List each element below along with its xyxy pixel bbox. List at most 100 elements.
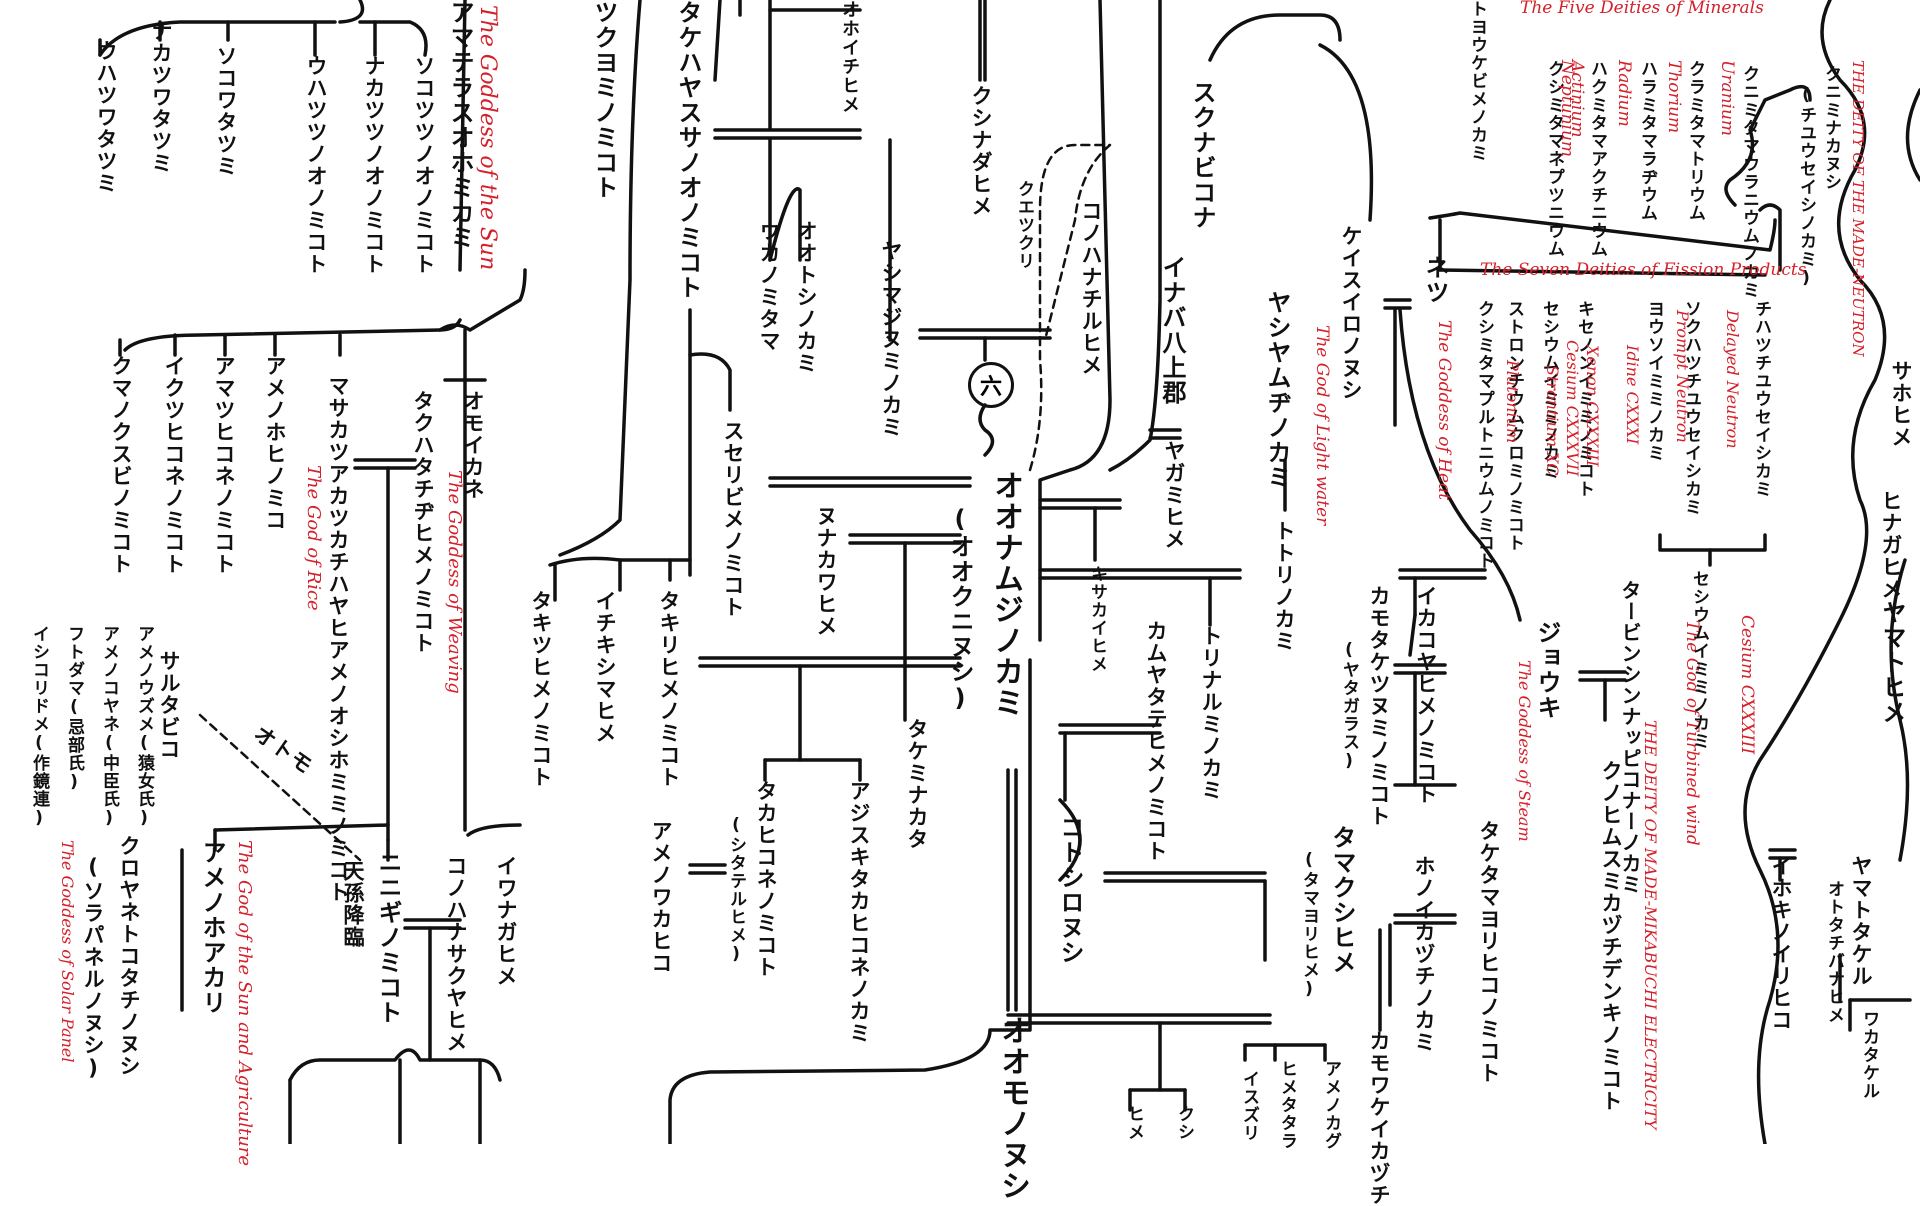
node-kuroyane-alt: (ソラパネルノヌシ): [81, 855, 105, 1081]
node-plutonium: クシミタマプルトニウムノミコト: [1474, 300, 1494, 570]
node-ishikoridome: イシコリドメ(作鏡連): [29, 625, 49, 829]
title-five-minerals: The Five Deities of Minerals: [1520, 0, 1764, 18]
node-takitsuhime: タキツヒメノミコト: [529, 590, 553, 788]
node-delayed-neutron: チハツチユウセイシカミ: [1751, 300, 1771, 498]
node-konohanasakuya: コノハナサクヤヒメ: [444, 855, 468, 1053]
node-bottom-isuzuri: イスズリ: [1239, 1070, 1259, 1142]
node-inaba: イナバ八上郡: [1158, 255, 1186, 405]
node-takirihime: タキリヒメノミコト: [657, 590, 681, 788]
label-goddess-weaving: The Goddess of Weaving: [444, 470, 465, 694]
node-ichikishima: イチキシマヒメ: [593, 590, 617, 744]
node-hoikazuchi: ホノイカヅチノカミ: [1412, 855, 1436, 1053]
node-uhatsutsu-no-onomikoto: ウハツツノオノミコト: [304, 55, 328, 275]
label-goddess-steam: The Goddess of Steam: [1515, 660, 1534, 842]
node-xenon: キセノンイミミノミコト: [1574, 300, 1594, 498]
node-neutron: クニミナカヌシ: [1821, 65, 1841, 191]
node-nakatsutsu-no-onomikoto: ナカツツノオノミコト: [362, 55, 386, 275]
node-omononushi: オオモノヌシ: [995, 1015, 1030, 1201]
node-ootoshi: オオトシノカミ: [794, 220, 818, 374]
node-takedatamayori: タケタマヨリヒコノミコト: [1477, 820, 1501, 1084]
node-yamatohime: ヤマトヒメ: [1878, 600, 1906, 725]
node-soko-watatsumi: ソコワタツミ: [214, 45, 238, 177]
node-kuroyane: クロヤネトコタチノヌシ: [117, 835, 141, 1077]
node-radium: ハラミタマラヂウム: [1637, 60, 1657, 222]
node-hinagahime: ヒナガヒメ: [1879, 490, 1903, 600]
node-tenson-korin: 天孫降臨: [341, 860, 365, 948]
label-goddess-heat: The Goddess of Heat: [1434, 320, 1454, 501]
node-iwanaga: イワナガヒメ: [494, 855, 518, 987]
node-yamatotakeru: ヤマトタケル: [1849, 855, 1873, 987]
node-takeminakata: タケミナカタ: [905, 718, 929, 850]
node-tsukuyomi: ツクヨミノミコト: [590, 0, 618, 200]
node-amaterasu: アマテラスオホミカミ: [446, 0, 474, 250]
node-wakatakeru: ワカタケル: [1859, 1010, 1879, 1100]
label-god-sun-agriculture: The God of the Sun and Agriculture: [234, 840, 255, 1167]
node-ikakoyahime: イカコヤヒメノミコト: [1414, 585, 1438, 805]
node-sukunabikona: スクナビコナ: [1188, 80, 1216, 230]
title-seven-fission: The Seven Deities of Fission Products: [1480, 260, 1807, 280]
node-takahikone-alt: (シタテルヒメ): [726, 815, 746, 965]
node-kumanokusubi: クマノクスビノミコト: [109, 355, 133, 575]
label-radium: Radium: [1614, 60, 1634, 127]
node-bottom-kushi: クシ: [1174, 1105, 1194, 1141]
node-ajisuki: アジスキタカヒコネノカミ: [847, 780, 871, 1044]
node-futodama: フトダマ(忌部氏): [64, 625, 84, 793]
node-tamakushihime-alt: (タマヨリヒメ): [1299, 850, 1319, 1000]
node-susanoo: タケハヤスサノオノミコト: [674, 0, 702, 300]
node-tottori: トトリノカミ: [1272, 520, 1296, 652]
label-thorium: Thorium: [1664, 60, 1684, 134]
node-yashiyamu: ヤシヤムヂノカミ: [1263, 290, 1291, 490]
node-sarutahiko: サルタビコ: [157, 650, 181, 760]
label-uranium: Uranium: [1717, 60, 1737, 137]
node-ohochihime: オホイチヒメ: [839, 0, 860, 114]
node-neptunium: クシミタマネプツニウム: [1544, 60, 1564, 258]
node-uhatsu-watatsumi: ウハツワタツミ: [94, 40, 118, 194]
label-neptunium: Neptunium: [1557, 60, 1577, 158]
label-goddess-solar: The Goddess of Solar Panel: [58, 840, 77, 1063]
label-prompt-neutron: Prompt Neutron: [1673, 310, 1692, 443]
node-kushinada: クシナダヒメ: [969, 85, 993, 217]
label-god-light-water: The God of Light water: [1312, 325, 1332, 526]
node-uzume: アメノウズメ(猿女氏): [134, 625, 154, 829]
node-iodine: ヨウソイミミノカミ: [1644, 300, 1664, 462]
genealogy-lines: [98, 0, 1920, 1144]
node-actinium: ハクミタマアクチニウム: [1587, 60, 1607, 258]
node-kisakai: キサカイヒメ: [1087, 565, 1107, 673]
node-six: 六: [968, 362, 1014, 408]
label-god-of-rice: The God of Rice: [303, 465, 324, 611]
label-made-neutron: THE DEITY OF THE MADE-NEUTRON: [1849, 60, 1867, 357]
node-torinarumi: トリナルミノカミ: [1199, 625, 1223, 801]
node-yagamihime: ヤガミヒメ: [1162, 440, 1186, 550]
node-kushinakuri: クエツクリ: [1014, 180, 1034, 270]
label-plutonium: Plutonium: [1503, 360, 1522, 444]
node-amatsuhikone: アマツヒコネノミコト: [212, 355, 236, 575]
node-cesium-cxxxvii: セシウムイミミノカミ: [1539, 300, 1559, 480]
node-omoikane: オモイカネ: [461, 390, 485, 500]
node-tabin: タービンシンナッピコナーノカミ: [1618, 580, 1642, 895]
node-bottom-himetatara: ヒメタタラ: [1277, 1060, 1297, 1150]
node-suseri: スセリビメノミコト: [721, 420, 745, 618]
node-tamakushihime: タマクシヒメ: [1328, 825, 1356, 975]
node-kamowakeikazuchi: カモワケイカヅチ: [1367, 1030, 1391, 1206]
node-onamuji-alt: (オオクニヌシ): [946, 505, 974, 713]
node-sokotsutsu-no-onomikoto: ソコツツノオノミコト: [412, 55, 436, 275]
label-amaterasu-en: The Goddess of the Sun: [475, 5, 500, 271]
node-thorium: クラミタマトリウム: [1685, 60, 1705, 222]
node-kunohimu: クノヒムスミカヅチデンキノミコト: [1599, 760, 1623, 1112]
label-mikabuchi-electricity: THE DEITY OF MADE-MIKABUCHI ELECTRICITY: [1641, 720, 1660, 1130]
label-strontium: Strontium XC: [1543, 365, 1562, 476]
node-netsu: ネツ: [1421, 255, 1449, 305]
node-nunakawa: ヌナカワヒメ: [814, 505, 838, 637]
node-kamuyatate: カムヤタテヒメノミコト: [1144, 620, 1168, 862]
label-cesium-cxxxiii: Cesium CXXXIII: [1737, 615, 1757, 755]
node-takuhata: タクハタチヂヒメノミコト: [411, 390, 435, 654]
label-iodine: Idine CXXXI: [1623, 345, 1642, 445]
node-neutron-alt: (チユウセイシノカミ): [1796, 85, 1816, 289]
node-sahohime: サホヒメ: [1889, 360, 1913, 448]
node-ninigi: ニニギノミコト: [374, 850, 402, 1025]
node-koyane: アメノコヤネ(中臣氏): [99, 625, 119, 829]
node-toyokebime: トヨウケビメノカミ: [1467, 0, 1487, 162]
node-onamuji: オオナムジノカミ: [988, 470, 1023, 718]
label-xenon: Xenon CXXXIII: [1583, 345, 1602, 467]
node-prompt-neutron: ソクハツチユウセイシカミ: [1681, 300, 1701, 516]
